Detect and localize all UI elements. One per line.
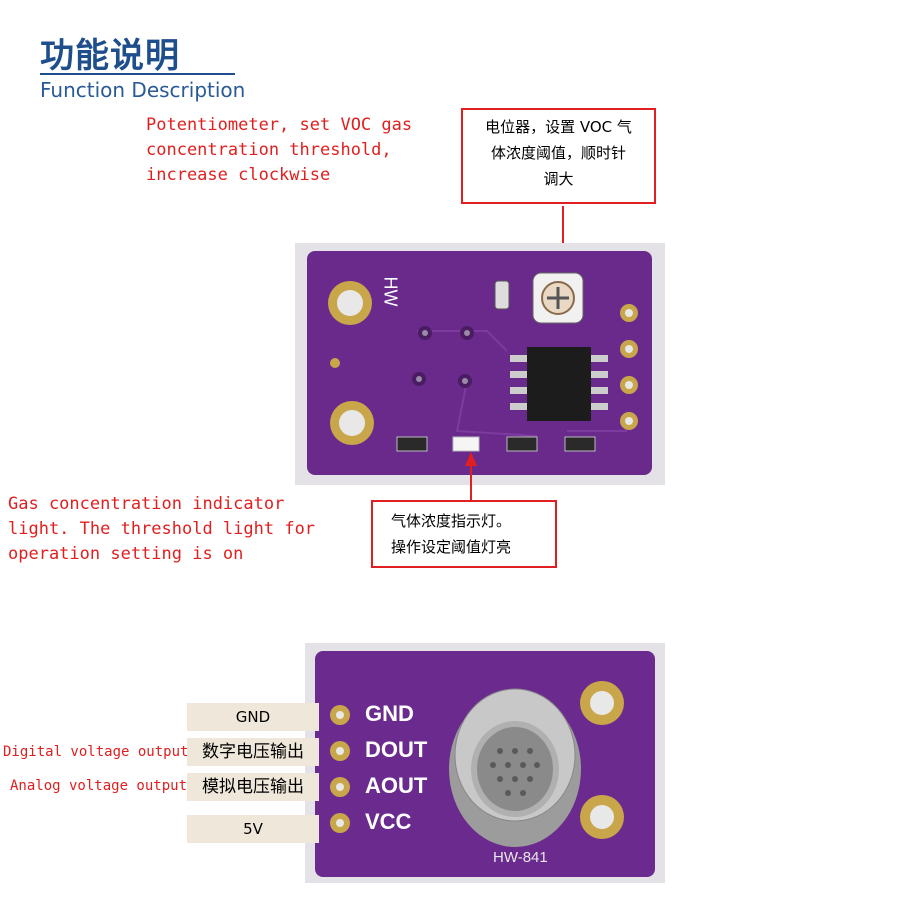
pcb-top: HW: [307, 251, 652, 475]
indicator-en-line: light. The threshold light for: [8, 519, 316, 539]
pin-label-aout: 模拟电压输出: [187, 773, 319, 801]
pcb-bottom: GND DOUT AOUT VCC HW-841: [315, 651, 655, 877]
potentiometer-annotation-en: Potentiometer, set VOC gas concentration…: [146, 113, 412, 188]
indicator-annotation-cn: 气体浓度指示灯。 操作设定阈值灯亮: [371, 500, 557, 568]
sensor-board-top-photo: HW: [295, 243, 665, 485]
page-title: 功能说明: [40, 36, 180, 76]
aout-annotation-en: Analog voltage output: [10, 778, 188, 794]
potentiometer-cn-line: 调大: [543, 170, 574, 188]
board-model-label: HW-841: [493, 849, 548, 866]
potentiometer-en-line: increase clockwise: [146, 165, 331, 185]
potentiometer-cn-line: 体浓度阈值，顺时针: [490, 144, 626, 162]
potentiometer-cn-line: 电位器，设置 VOC 气: [485, 118, 632, 136]
indicator-annotation-en: Gas concentration indicator light. The t…: [8, 492, 315, 567]
pcb-top-artwork: [328, 272, 638, 452]
board-silk-hw: HW: [380, 276, 401, 307]
silk-aout: AOUT: [365, 773, 428, 798]
indicator-cn-line: 操作设定阈值灯亮: [391, 538, 512, 556]
potentiometer-en-line: Potentiometer, set VOC gas: [146, 115, 413, 135]
silk-dout: DOUT: [365, 737, 428, 762]
title-underline: [40, 73, 235, 75]
pin-label-gnd: GND: [187, 703, 319, 731]
potentiometer-en-line: concentration threshold,: [146, 140, 392, 160]
silk-vcc: VCC: [365, 809, 412, 834]
pin-label-dout: 数字电压输出: [187, 738, 319, 766]
potentiometer-annotation-cn: 电位器，设置 VOC 气 体浓度阈值，顺时针 调大: [461, 108, 656, 204]
indicator-cn-line: 气体浓度指示灯。: [391, 512, 512, 530]
silk-gnd: GND: [365, 701, 414, 726]
pin-label-vcc: 5V: [187, 815, 319, 843]
pcb-bottom-artwork: [330, 681, 624, 847]
indicator-en-line: Gas concentration indicator: [8, 494, 285, 514]
sensor-board-bottom-photo: GND DOUT AOUT VCC HW-841: [305, 643, 665, 883]
indicator-en-line: operation setting is on: [8, 544, 244, 564]
dout-annotation-en: Digital voltage output: [3, 744, 189, 760]
page-subtitle: Function Description: [40, 78, 246, 102]
indicator-arrow: [465, 452, 477, 500]
